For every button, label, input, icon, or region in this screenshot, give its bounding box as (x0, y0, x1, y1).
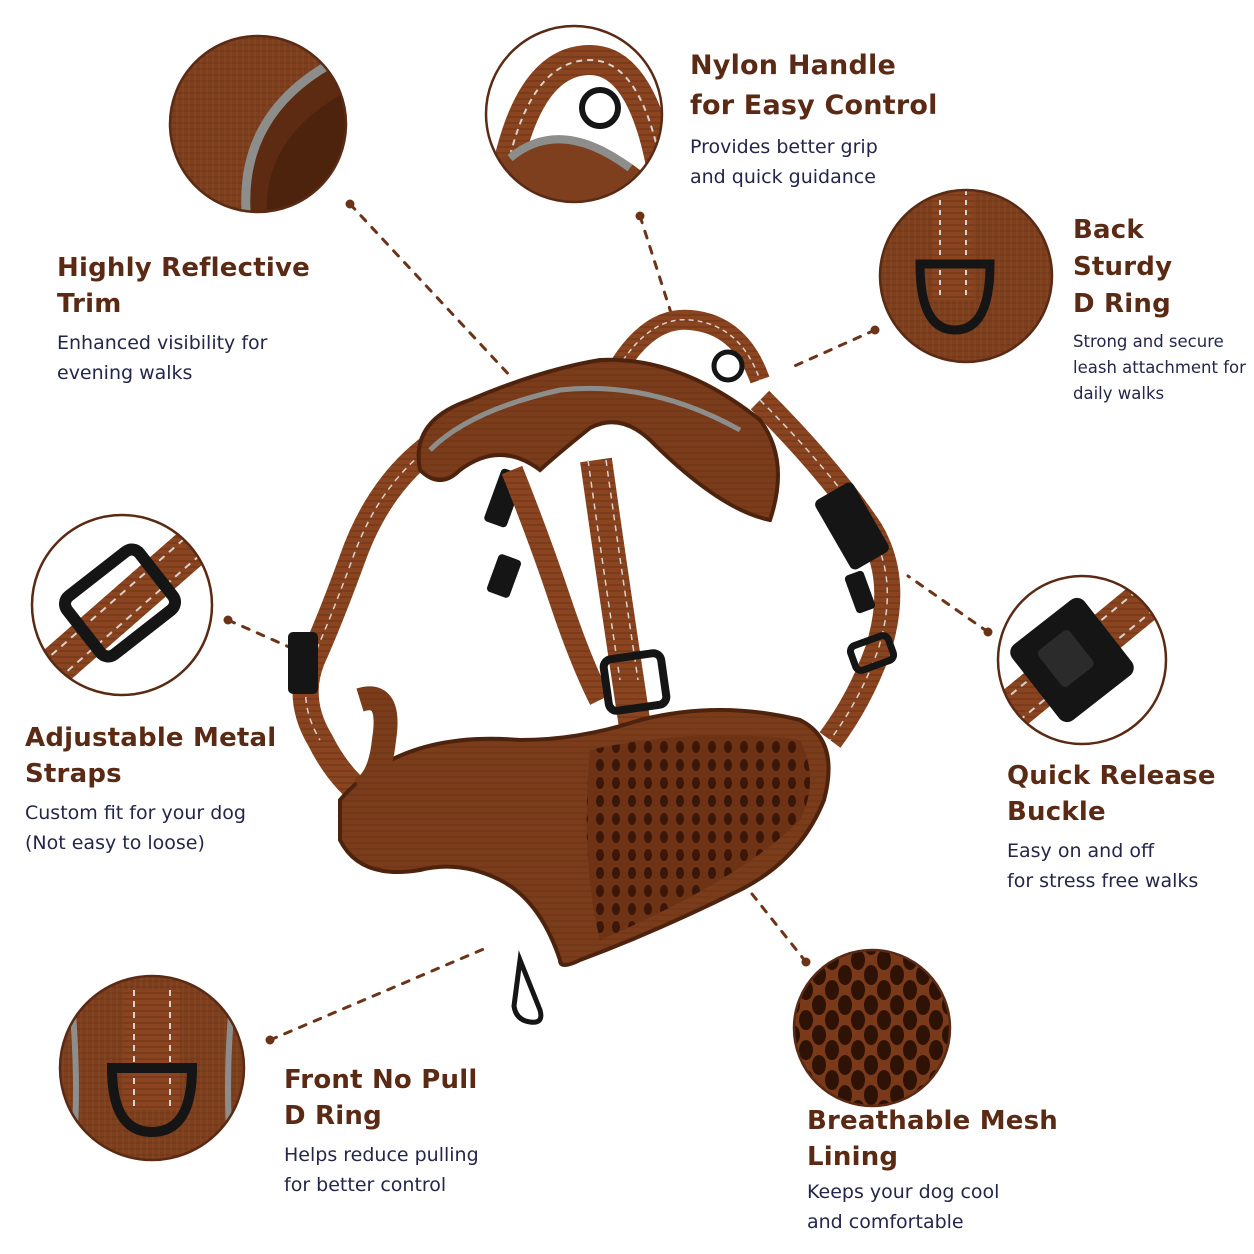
mesh-lining-closeup-icon (792, 948, 952, 1108)
harness-chest-panel (338, 686, 831, 1025)
leader-dot (983, 627, 993, 637)
front-d-ring-icon (511, 950, 544, 1025)
feature-title: Highly Reflective Trim (57, 253, 310, 319)
leader-front-ring (268, 946, 488, 1042)
leader-dot (870, 325, 880, 335)
leader-handle (638, 214, 674, 318)
leader-buckle (906, 574, 990, 634)
back-d-ring-closeup-icon (878, 188, 1054, 364)
leader-straps (226, 618, 298, 652)
adjustable-buckle-closeup-icon (30, 513, 214, 697)
leader-dot (265, 1035, 275, 1045)
leader-back-ring (788, 328, 877, 370)
harness-right-strap (750, 390, 901, 748)
harness-left-strap (288, 429, 610, 811)
harness-handle (609, 309, 770, 384)
back-d-ring-icon (711, 349, 745, 383)
buckle-icon (815, 482, 889, 570)
leader-dot (801, 957, 811, 967)
leader-dot (635, 211, 645, 221)
front-d-ring-closeup-icon (58, 974, 246, 1162)
harness-back-panel (416, 357, 780, 523)
leader-mesh (750, 892, 808, 964)
quick-release-buckle-closeup-icon (996, 574, 1168, 746)
feature-reflective: Highly Reflective Trim Enhanced visibili… (57, 250, 377, 388)
feature-description: Custom fit for your dog(Not easy to loos… (25, 802, 246, 854)
leader-dot (345, 199, 355, 209)
leader-dot (223, 615, 233, 625)
leader-reflective (348, 202, 514, 380)
